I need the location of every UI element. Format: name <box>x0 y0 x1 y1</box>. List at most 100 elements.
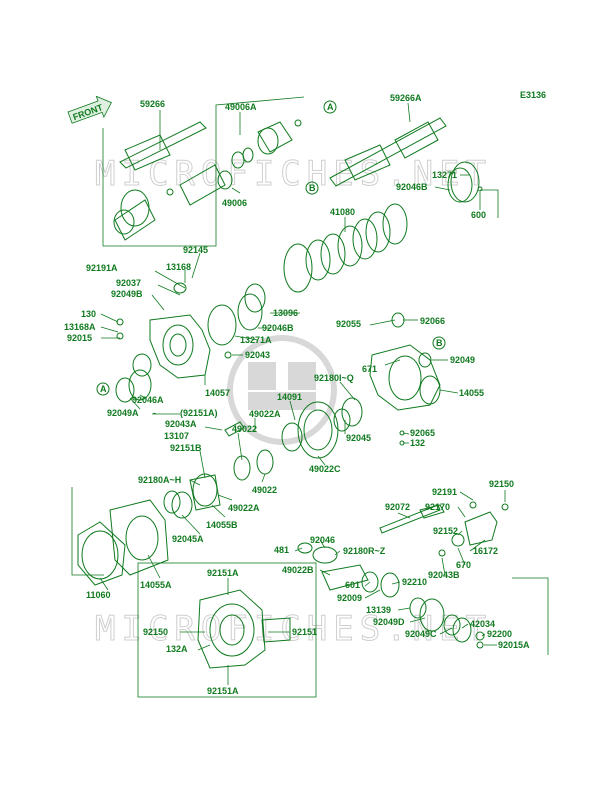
part-label: 13168A <box>64 322 96 332</box>
part-label: 92046B <box>262 323 294 333</box>
part-label: 14055 <box>459 388 484 398</box>
part-label: 14055A <box>140 580 172 590</box>
lower-left-parts <box>77 473 221 586</box>
part-label: 92180I~Q <box>314 373 354 383</box>
part-label: 92151A <box>207 686 239 696</box>
leader-lines <box>99 102 506 685</box>
part-label: 92049 <box>450 355 475 365</box>
part-label: 92049A <box>107 408 139 418</box>
part-label: 92150 <box>489 479 514 489</box>
callout-b-top-label: B <box>309 183 316 193</box>
part-label: 92049B <box>111 289 143 299</box>
part-label: 49022A <box>249 409 281 419</box>
part-label: 481 <box>274 545 289 555</box>
callout-a-left-label: A <box>100 384 107 394</box>
watermark-logo-icon <box>227 335 337 445</box>
part-label: 92145 <box>183 245 208 255</box>
housing-14057 <box>115 282 211 403</box>
part-label: 132A <box>166 644 188 654</box>
part-label: 59266A <box>390 93 422 103</box>
part-label: 92045A <box>172 534 204 544</box>
part-label: 16172 <box>473 546 498 556</box>
part-label: 49022B <box>282 565 314 575</box>
part-label: 14057 <box>205 388 230 398</box>
part-label: 13271 <box>432 170 457 180</box>
part-label: 130 <box>81 309 96 319</box>
part-label: 92151A <box>207 568 239 578</box>
part-label: 59266 <box>140 99 165 109</box>
part-labels: 59266 49006A 59266A 13271 92046B 600 490… <box>64 93 530 696</box>
part-label: 92037 <box>116 278 141 288</box>
part-label: 92043 <box>245 350 270 360</box>
part-label: 92046B <box>396 182 428 192</box>
part-label: 92191A <box>86 263 118 273</box>
gear-case-assembly <box>197 589 291 669</box>
part-label: 92151 <box>292 627 317 637</box>
part-label: 13096 <box>273 308 298 318</box>
part-label: 49022 <box>252 485 277 495</box>
part-label: 92045 <box>346 433 371 443</box>
part-label: 92210 <box>402 577 427 587</box>
part-label: 92046A <box>132 395 164 405</box>
part-label: 92200 <box>487 629 512 639</box>
part-label: 13168 <box>166 262 191 272</box>
callout-b-right <box>432 336 446 350</box>
part-label: 92065 <box>410 428 435 438</box>
part-label: (92151A) <box>180 408 218 418</box>
part-label: 92072 <box>385 502 410 512</box>
part-label: 600 <box>471 210 486 220</box>
drive-shaft-left <box>113 119 302 241</box>
clutch-pack <box>207 203 408 346</box>
callout-a-top-label: A <box>327 102 334 112</box>
callout-b-top <box>305 181 319 195</box>
watermark: MICROFICHES.NET MICROFICHES.NET <box>95 154 492 650</box>
part-label: 92180A~H <box>138 475 181 485</box>
part-label-tick: - <box>153 408 156 418</box>
part-label: 92152 <box>433 526 458 536</box>
part-label: 11060 <box>86 590 111 600</box>
part-label: 13139 <box>366 605 391 615</box>
part-label: 671 <box>362 364 377 374</box>
part-label: 13271A <box>240 335 272 345</box>
center-gears <box>224 351 405 481</box>
part-label: 601 <box>345 580 360 590</box>
part-label: 49006 <box>222 198 247 208</box>
part-label: 92043B <box>428 570 460 580</box>
part-label: 92150 <box>143 627 168 637</box>
part-label: 92049D <box>373 617 405 627</box>
part-label: 41080 <box>330 207 355 217</box>
drive-shaft-right <box>329 117 483 203</box>
part-label: 13107 <box>164 431 189 441</box>
part-label: 92170 <box>425 502 450 512</box>
callout-a-top <box>323 100 337 114</box>
group-brackets <box>71 96 549 698</box>
part-label: 49006A <box>225 102 257 112</box>
part-label: 92015 <box>67 333 92 343</box>
part-label: 92180R~Z <box>343 546 386 556</box>
part-label: 49022C <box>309 464 341 474</box>
diagram-code: E3136 <box>520 90 546 100</box>
part-label: 92066 <box>420 316 445 326</box>
part-label: 132 <box>410 438 425 448</box>
part-label: 42034 <box>470 619 495 629</box>
part-label: 92015A <box>498 640 530 650</box>
part-label: 92055 <box>336 319 361 329</box>
part-label: 92043A <box>165 419 197 429</box>
lower-right-parts <box>297 501 509 649</box>
part-label: 49022A <box>228 503 260 513</box>
part-label: 14055B <box>206 520 238 530</box>
part-label: 670 <box>456 560 471 570</box>
callouts: A B B A <box>96 100 446 396</box>
front-arrow-icon: FRONT <box>67 95 112 124</box>
part-label: 14091 <box>277 392 302 402</box>
part-label: 92049C <box>405 629 437 639</box>
callout-b-right-label: B <box>436 338 443 348</box>
part-label: 92151B <box>170 443 202 453</box>
watermark-text-bottom: MICROFICHES.NET <box>95 609 492 649</box>
part-label: 92191 <box>432 487 457 497</box>
callout-a-left <box>96 382 110 396</box>
housing-14055 <box>333 344 441 432</box>
part-label: 49022 <box>232 424 257 434</box>
part-label: 92009 <box>337 593 362 603</box>
